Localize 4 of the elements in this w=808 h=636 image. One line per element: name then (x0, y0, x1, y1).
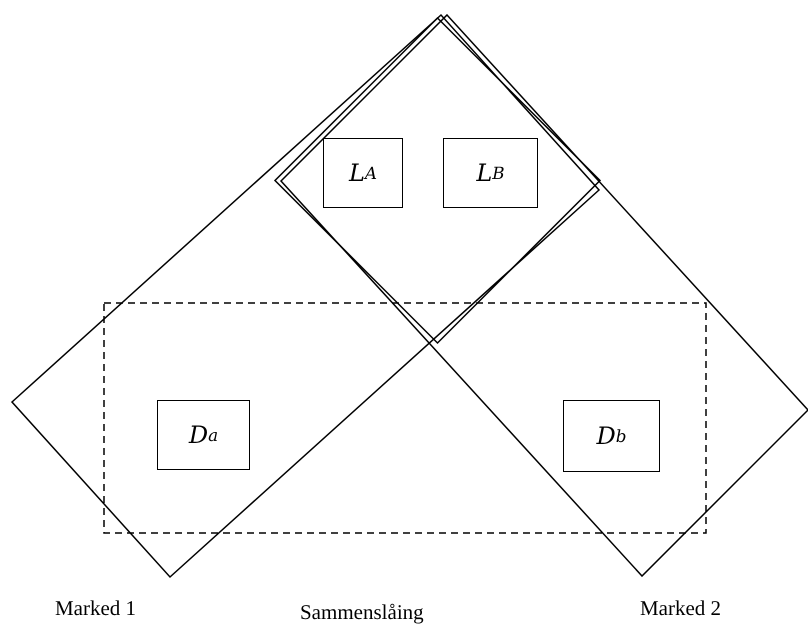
caption-label: Marked 1 (55, 596, 136, 621)
caption-label: Marked 2 (640, 596, 722, 621)
dashed-rectangle (104, 303, 706, 533)
caption-label: Sammenslåing (300, 600, 424, 625)
